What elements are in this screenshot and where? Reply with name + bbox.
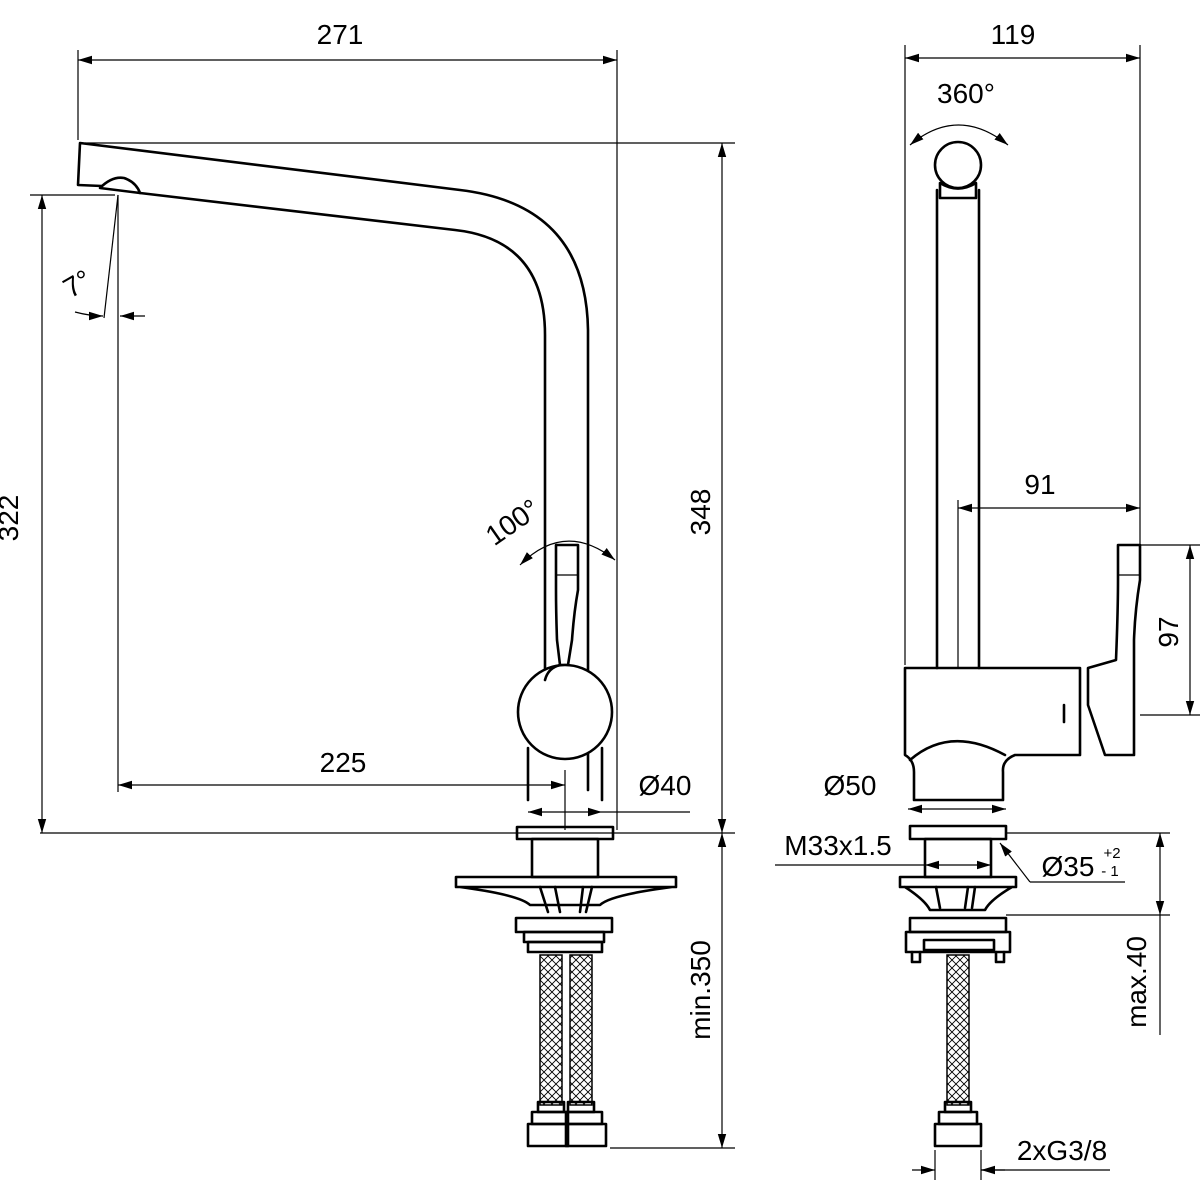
dim-225: 225 (320, 747, 367, 778)
dim-100-degree: 100° (480, 493, 545, 552)
side-hose (946, 954, 970, 1106)
dim-dia-40: Ø40 (639, 770, 692, 801)
dim-dia-35-tol-minus: - 1 (1101, 863, 1119, 880)
dim-97: 97 (1153, 616, 1184, 647)
lever-handle (554, 543, 580, 667)
dim-7-degree: 7° (58, 264, 97, 304)
side-view: 119 360° 91 97 Ø50 M33x1.5 Ø35 +2 - 1 ma… (775, 19, 1200, 1180)
dim-dia-50: Ø50 (824, 770, 877, 801)
dim-360-degree: 360° (937, 78, 995, 109)
hose-right (569, 954, 593, 1106)
dim-min-350: min.350 (685, 940, 716, 1040)
dim-119: 119 (991, 19, 1036, 50)
hose-left (539, 954, 563, 1106)
dim-dia-35: Ø35 (1042, 851, 1095, 882)
side-body (903, 666, 1082, 802)
dim-348: 348 (685, 489, 716, 536)
mounting-plate (454, 875, 678, 907)
aerator-nozzle (98, 176, 142, 195)
side-lever (1086, 543, 1142, 757)
side-base-ring (908, 824, 1008, 841)
side-column (935, 188, 981, 670)
dim-271: 271 (317, 19, 364, 50)
dim-max-40: max.40 (1121, 936, 1152, 1028)
dim-91: 91 (1024, 469, 1055, 500)
dim-g38: 2xG3/8 (1017, 1135, 1107, 1166)
cartridge-disc (516, 663, 614, 761)
dim-m33: M33x1.5 (784, 830, 891, 861)
front-view: 271 348 322 7° 225 Ø40 100° min.350 (0, 19, 735, 1149)
dim-dia-35-tol-plus: +2 (1103, 845, 1120, 862)
faucet-spout-outline (76, 141, 590, 792)
dim-322: 322 (0, 495, 24, 542)
spout-top-circle (933, 140, 983, 190)
